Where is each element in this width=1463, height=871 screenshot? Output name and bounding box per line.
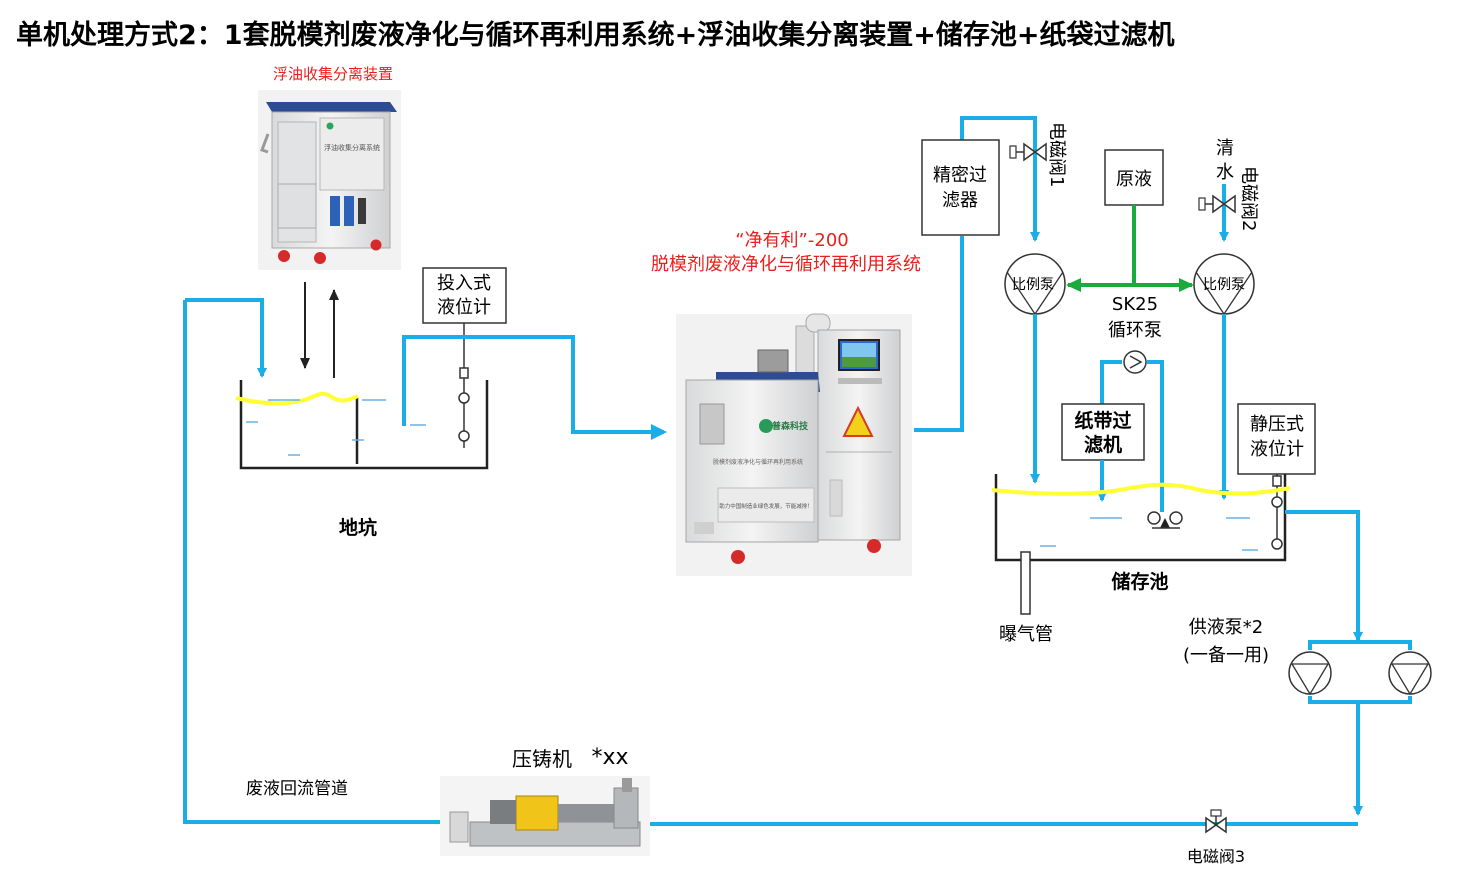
proportional-pump-left-label: 比例泵 <box>1012 277 1054 293</box>
immersion-gauge-line2: 液位计 <box>437 297 491 318</box>
return-pipe-label: 废液回流管道 <box>246 779 348 799</box>
static-gauge-line2: 液位计 <box>1250 439 1304 460</box>
precision-filter-line1: 精密过 <box>933 165 987 186</box>
precision-filter-line2: 滤器 <box>942 190 978 211</box>
solenoid-valve-1-label: 电磁阀1 <box>1046 122 1067 187</box>
raw-liquid-box <box>1104 149 1164 206</box>
die-casting-machine-image <box>440 776 650 856</box>
paper-filter-line1: 纸带过 <box>1074 409 1131 432</box>
circulation-pump-line2: 循环泵 <box>1108 320 1162 341</box>
page-title: 单机处理方式2：1套脱模剂废液净化与循环再利用系统+浮油收集分离装置+储存池+纸… <box>16 19 1174 51</box>
clean-water-line2: 水 <box>1216 162 1234 183</box>
die-casting-label: 压铸机 <box>512 747 572 771</box>
proportional-pump-right-label: 比例泵 <box>1203 277 1245 293</box>
return-pipe-into-pit <box>185 298 267 378</box>
aeration-pipe-label: 曝气管 <box>999 624 1053 645</box>
pipe-tank-to-supply <box>1285 510 1363 642</box>
die-casting-count: *xx <box>591 745 628 770</box>
pipe-system-to-filter <box>914 236 964 432</box>
solenoid-valve-3-icon <box>1205 809 1227 834</box>
supply-pump-line2: (一备一用) <box>1183 645 1269 666</box>
static-level-sensor <box>1271 474 1283 550</box>
supply-pump-outlet-manifold <box>1308 696 1412 704</box>
proportional-pump-left-icon <box>1004 253 1066 315</box>
static-gauge-line1: 静压式 <box>1250 414 1304 435</box>
oil-separator-label: 浮油收集分离装置 <box>273 65 393 83</box>
main-system-line1: “净有利”-200 <box>735 230 849 251</box>
proportional-pump-right-icon <box>1193 253 1255 315</box>
pit <box>235 380 489 470</box>
main-system-image: 普森科技 脱模剂废液净化与循环再利用系统 助力中国制造业绿色发展，节能减排！ <box>676 313 912 576</box>
tank-pump-icon <box>1147 511 1183 529</box>
circulation-pump-icon <box>1123 350 1147 374</box>
static-gauge-box <box>1237 403 1316 475</box>
pipe-filter-to-pump <box>960 116 1040 242</box>
immersion-gauge-line1: 投入式 <box>437 273 491 294</box>
main-system-line2: 脱模剂废液净化与循环再利用系统 <box>651 254 921 275</box>
clean-water-line1: 清 <box>1216 138 1234 159</box>
immersion-level-gauge-box <box>422 267 507 324</box>
supply-pump-1-icon <box>1288 651 1332 696</box>
pipe-pit-to-system <box>402 335 667 440</box>
circulation-supply-pipe <box>1100 360 1122 404</box>
circulation-return-pipe <box>1147 360 1164 512</box>
main-system-slogan: 助力中国制造业绿色发展，节能减排！ <box>719 502 813 510</box>
paper-filter-line2: 滤机 <box>1084 434 1122 456</box>
supply-pump-inlet-manifold <box>1308 640 1412 650</box>
return-pipe-left <box>183 300 440 824</box>
immersion-level-sensor <box>458 323 470 448</box>
raw-liquid-label: 原液 <box>1116 169 1152 190</box>
supply-pump-line1: 供液泵*2 <box>1189 617 1263 638</box>
solenoid-valve-3-label: 电磁阀3 <box>1187 847 1245 866</box>
oil-separator-plate: 浮油收集分离系统 <box>324 143 380 152</box>
solenoid-valve-2-icon <box>1198 194 1236 214</box>
storage-tank-label: 储存池 <box>1111 570 1168 593</box>
precision-filter-box <box>921 139 1000 236</box>
circulation-pump-line1: SK25 <box>1112 294 1158 315</box>
pit-label: 地坑 <box>339 516 377 539</box>
solenoid-valve-1-icon <box>1009 142 1047 162</box>
supply-pump-2-icon <box>1388 651 1432 696</box>
main-system-plate: 脱模剂废液净化与循环再利用系统 <box>713 458 803 466</box>
main-system-brand: 普森科技 <box>772 420 809 432</box>
solenoid-valve-2-label: 电磁阀2 <box>1238 166 1259 231</box>
storage-tank <box>991 474 1291 615</box>
oil-separator-image: 浮油收集分离系统 <box>258 90 401 270</box>
